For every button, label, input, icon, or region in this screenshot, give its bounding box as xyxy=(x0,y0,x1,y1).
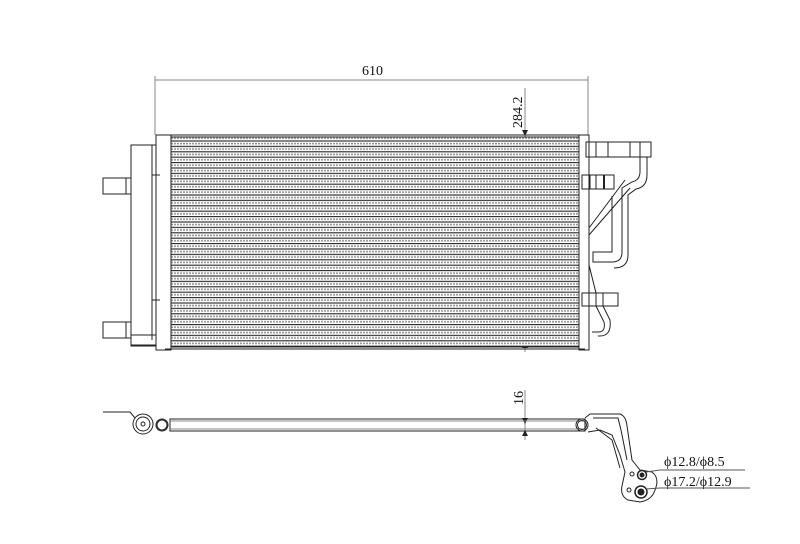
width-dimension xyxy=(154,76,589,135)
height-dimension-label: 284.2 xyxy=(511,96,526,129)
right-header xyxy=(578,134,590,351)
left-bracket-upper xyxy=(102,177,132,195)
connection-block xyxy=(584,413,658,503)
condenser-core xyxy=(170,136,580,348)
width-dimension-label: 610 xyxy=(362,64,383,79)
inlet-diameter-label: ϕ12.8/ϕ8.5 xyxy=(664,455,725,470)
left-header xyxy=(155,134,172,351)
bottom-view xyxy=(103,390,750,503)
front-view xyxy=(102,76,652,352)
right-pipework xyxy=(581,141,652,337)
outlet-diameter-label: ϕ17.2/ϕ12.9 xyxy=(664,475,732,490)
thickness-dimension-label: 16 xyxy=(512,391,527,405)
core-thickness xyxy=(169,418,586,432)
left-bracket-lower xyxy=(102,321,132,339)
